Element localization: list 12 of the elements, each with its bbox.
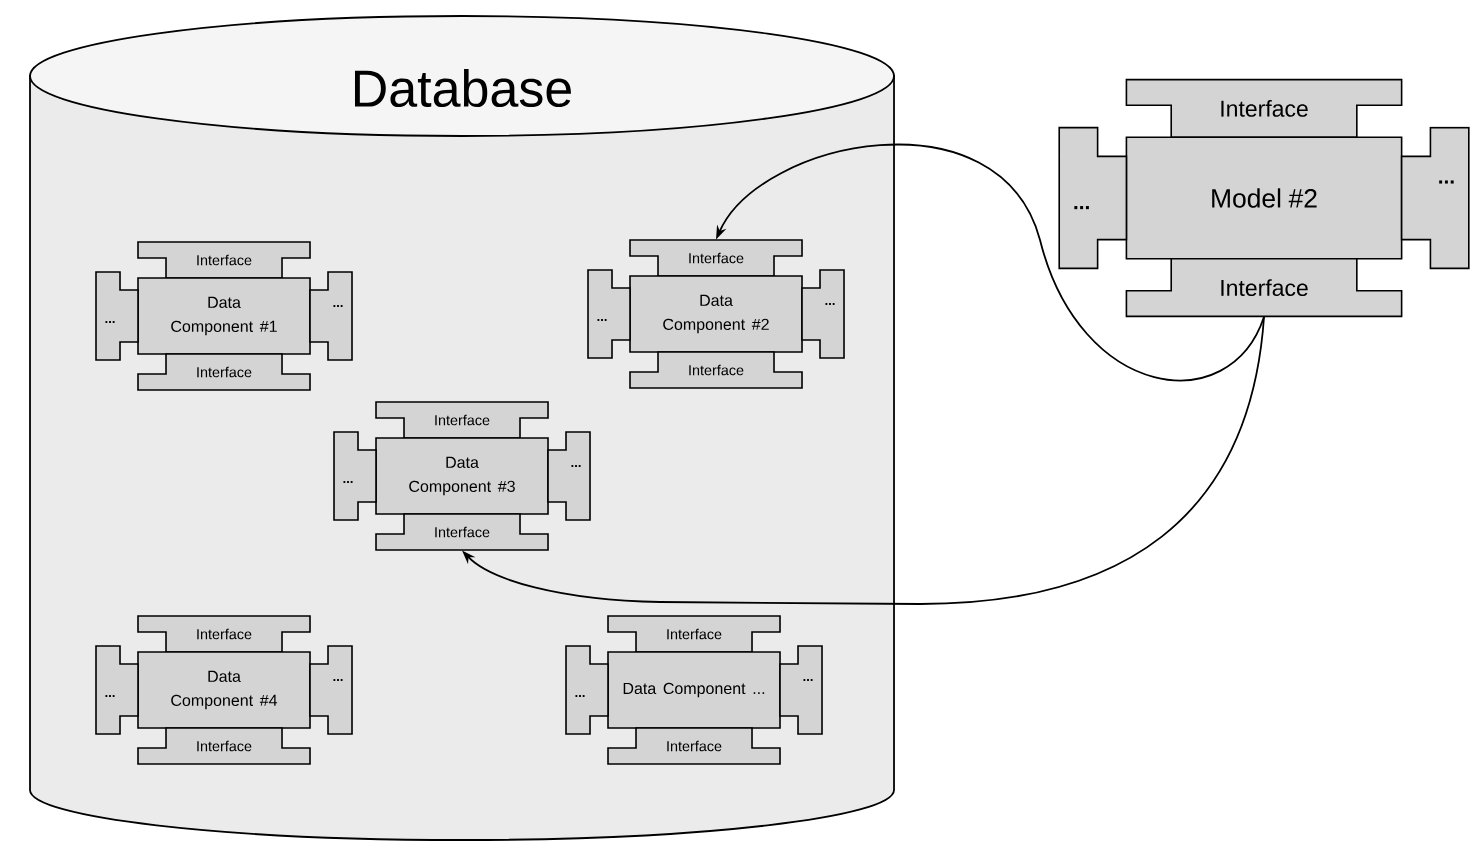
component-body: Model #2 — [1125, 136, 1403, 260]
arrow — [462, 315, 1265, 605]
component-body: Data Component #1 — [137, 277, 311, 355]
port-tab: ... — [1058, 126, 1128, 270]
port-tab: ... — [1400, 126, 1470, 270]
interface-tab: Interface — [1125, 258, 1403, 318]
interface-tab: Interface — [1125, 78, 1403, 138]
component-body: Data Component ... — [607, 651, 781, 729]
component-body: Data Component #2 — [629, 275, 803, 353]
component-body: Data Component #3 — [375, 437, 549, 515]
component-body: Data Component #4 — [137, 651, 311, 729]
arrow — [716, 144, 1265, 382]
